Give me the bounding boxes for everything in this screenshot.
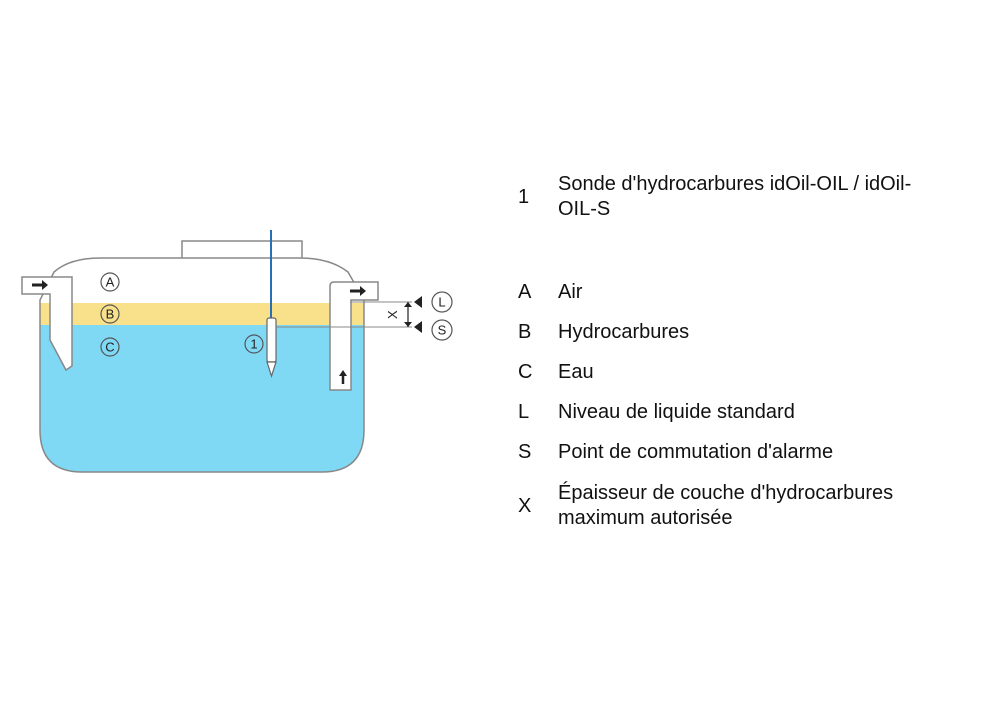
tank-outline (39, 257, 365, 473)
legend-key: C (518, 360, 533, 383)
svg-text:B: B (106, 307, 115, 322)
svg-text:L: L (438, 295, 445, 310)
callout-B: B (100, 304, 120, 324)
legend-item-1: 1 Sonde d'hydrocarbures idOil-OIL / idOi… (510, 171, 990, 223)
legend-key: B (518, 320, 532, 343)
hydrocarbon-layer (40, 303, 364, 325)
svg-text:1: 1 (250, 337, 257, 352)
legend-key: 1 (518, 185, 530, 208)
water-layer (40, 325, 364, 472)
callout-A: A (100, 272, 120, 292)
inlet-pipe (21, 276, 73, 372)
S-pointer-icon (414, 321, 422, 333)
legend-text: Niveau de liquide standard (558, 400, 795, 423)
svg-text:C: C (105, 340, 114, 355)
inlet-arrow-icon (32, 280, 48, 290)
outlet-pipe (329, 281, 379, 391)
legend-text: Air (558, 280, 583, 303)
callout-1: 1 (244, 334, 264, 354)
thickness-dimension: X (385, 302, 412, 327)
legend-key: S (518, 440, 532, 463)
callout-C: C (100, 337, 120, 357)
svg-text:S: S (438, 323, 447, 338)
legend-item-C: C Eau (510, 358, 990, 386)
outlet-arrow-icon (350, 286, 366, 296)
svg-text:A: A (106, 275, 115, 290)
legend-text: Point de commutation d'alarme (558, 440, 834, 463)
legend-key: X (518, 494, 532, 517)
callout-S: S (431, 319, 453, 341)
separator-tank-diagram: X A B C 1 L S (21, 230, 453, 473)
L-pointer-icon (414, 296, 422, 308)
legend-key: A (518, 280, 532, 303)
legend-item-S: S Point de commutation d'alarme (510, 438, 990, 466)
callout-L: L (431, 291, 453, 313)
upflow-arrow-icon (339, 370, 347, 384)
legend-text: Sonde d'hydrocarbures idOil-OIL / idOil-… (558, 173, 912, 220)
legend-item-A: A Air (510, 278, 990, 306)
legend-key: L (518, 400, 530, 423)
thickness-label: X (385, 310, 400, 319)
oil-probe (266, 317, 277, 378)
legend-text: Eau (558, 360, 594, 383)
legend-text: Hydrocarbures (558, 320, 690, 343)
legend-item-B: B Hydrocarbures (510, 318, 990, 346)
legend-item-L: L Niveau de liquide standard (510, 398, 990, 426)
